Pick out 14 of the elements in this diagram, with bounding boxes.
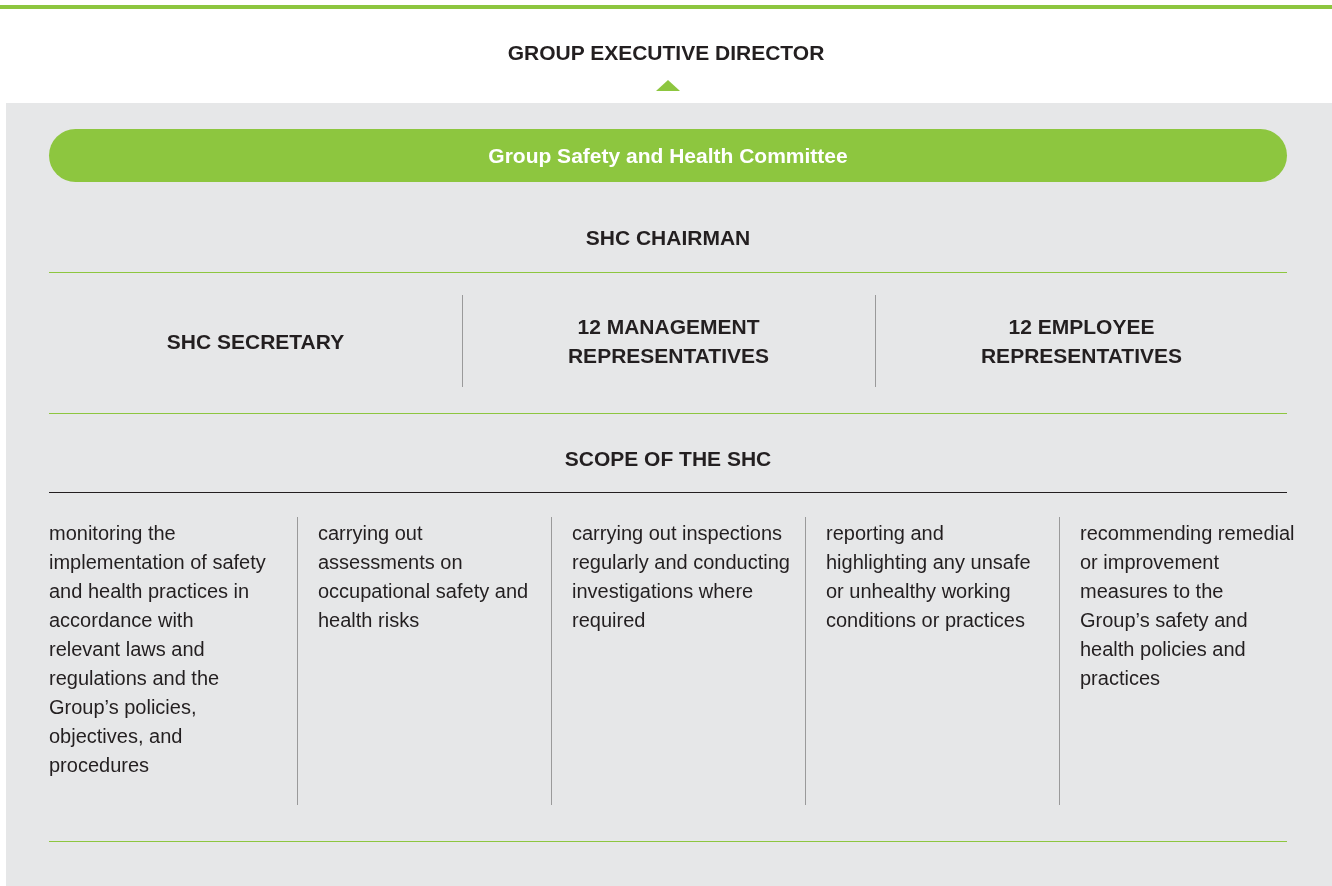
scope-text: monitoring the implementation of safety and health practices in accordance with relevant laws and regulations and the Group’s policies, objectives, and procedures	[49, 521, 267, 778]
scope-text: carrying out assessments on occupational safety and health risks	[318, 521, 530, 633]
section-heading: 12 EMPLOYEE REPRESENTATIVES	[979, 314, 1184, 369]
scope-text: carrying out inspections regularly and conducting investigations where required	[572, 521, 790, 633]
section-heading: SCOPE OF THE SHC	[563, 446, 773, 472]
committee-panel	[6, 103, 1332, 886]
scope-text: reporting and highlighting any unsafe or unhealthy working conditions or practices	[826, 521, 1032, 633]
director-title: GROUP EXECUTIVE DIRECTOR	[366, 41, 966, 80]
scope-text: recommending remedial or improvement measures to the Group’s safety and health policies and practices	[1080, 521, 1296, 691]
section-heading: 12 MANAGEMENT REPRESENTATIVES	[566, 314, 771, 369]
committee-banner: Group Safety and Health Committee	[49, 129, 1287, 182]
section-heading: SHC SECRETARY	[165, 328, 346, 355]
arrow	[656, 80, 680, 91]
section-heading: SHC CHAIRMAN	[584, 225, 752, 251]
